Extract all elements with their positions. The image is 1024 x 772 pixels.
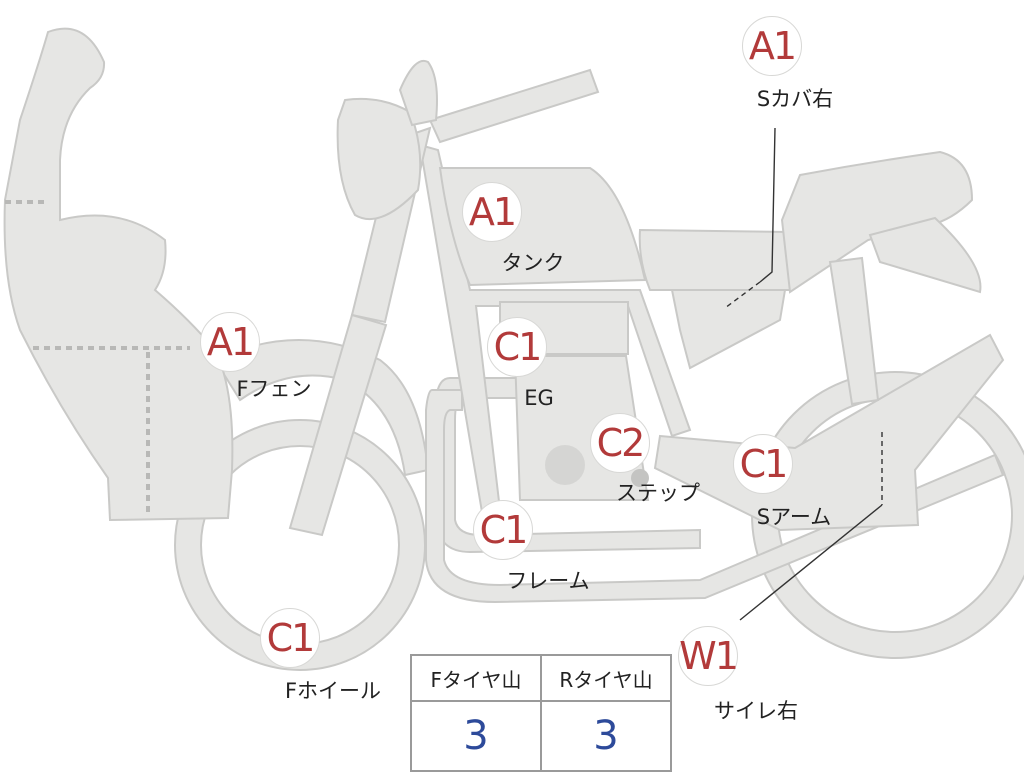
- label-side-cover-right: サイレ右: [714, 699, 798, 723]
- label-f-fender: Fフェン: [236, 377, 312, 401]
- code-badge-engine: C1: [487, 317, 547, 377]
- label-tank: タンク: [501, 251, 565, 275]
- code-badge-s-cover-right: A1: [742, 16, 802, 76]
- rear-side-cover: [670, 289, 787, 370]
- label-engine: EG: [524, 386, 554, 410]
- tire-tread-table: Fタイヤ山 Rタイヤ山 3 3: [410, 654, 672, 772]
- tire-tread-value-row: 3 3: [410, 700, 672, 772]
- code-badge-step: C2: [590, 413, 650, 473]
- label-s-arm: Sアーム: [756, 505, 832, 529]
- rear-shock: [828, 256, 880, 406]
- fairing-shape: [3, 27, 234, 522]
- tire-tread-header-row: Fタイヤ山 Rタイヤ山: [410, 654, 672, 702]
- code-badge-f-wheel: C1: [260, 608, 320, 668]
- mirror-stem: [398, 59, 438, 127]
- step-peg: [631, 469, 649, 487]
- front-tire-header: Fタイヤ山: [410, 654, 542, 702]
- code-badge-s-arm: C1: [733, 434, 793, 494]
- code-badge-tank: A1: [462, 182, 522, 242]
- label-frame: フレーム: [506, 569, 590, 593]
- front-tire-value: 3: [410, 700, 542, 772]
- code-badge-f-fender: A1: [200, 312, 260, 372]
- engine-cover: [545, 445, 585, 485]
- tail-cowl: [868, 216, 982, 294]
- label-f-wheel: Fホイール: [284, 679, 382, 703]
- side-cover-shape: [638, 228, 791, 291]
- code-badge-frame: C1: [473, 500, 533, 560]
- label-step: ステップ: [616, 481, 700, 505]
- headlight-shape: [336, 97, 422, 220]
- rear-tire-value: 3: [540, 700, 672, 772]
- rear-tire-header: Rタイヤ山: [540, 654, 672, 702]
- fork-lower: [288, 313, 388, 537]
- code-badge-side-cover-right: W1: [678, 626, 739, 686]
- frame-backbone: [428, 68, 600, 144]
- label-s-cover-right: Sカバ右: [756, 87, 834, 111]
